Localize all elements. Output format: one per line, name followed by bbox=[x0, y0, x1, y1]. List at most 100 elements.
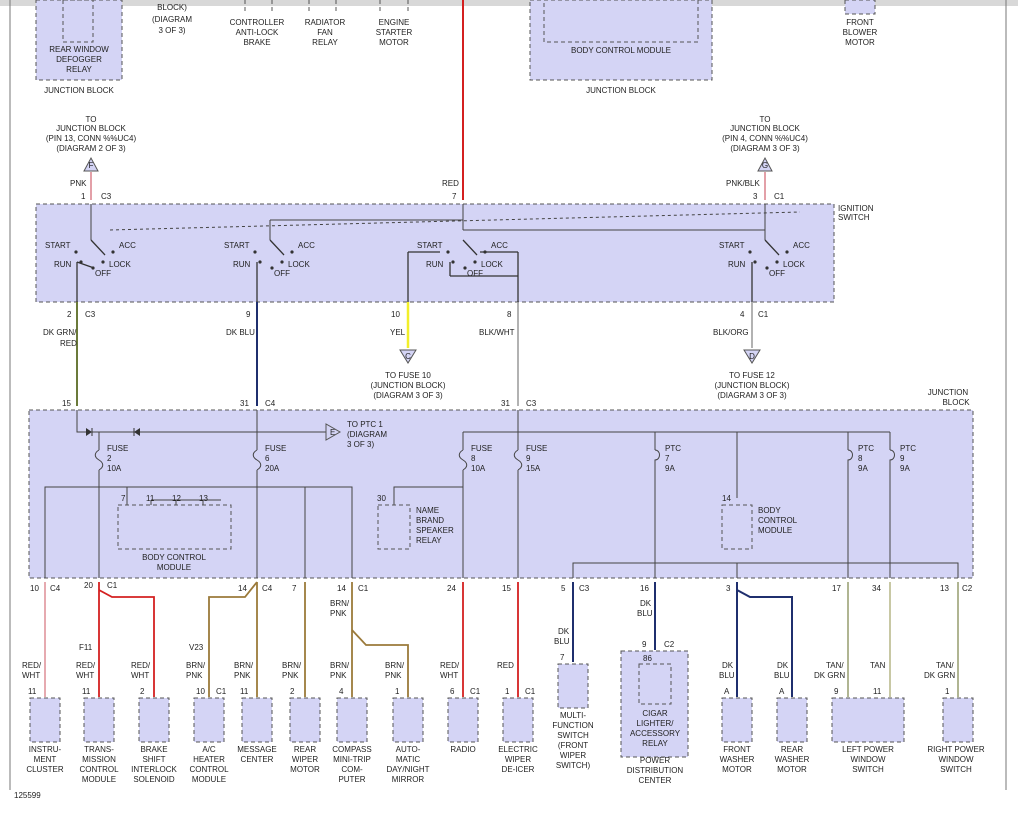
svg-text:TO FUSE 10: TO FUSE 10 bbox=[385, 371, 431, 380]
svg-text:MODULE: MODULE bbox=[82, 775, 116, 784]
switch-terminal bbox=[775, 260, 779, 264]
svg-text:MOTOR: MOTOR bbox=[845, 38, 875, 47]
svg-text:1: 1 bbox=[395, 687, 400, 696]
svg-text:(PIN 13, CONN %%UC4): (PIN 13, CONN %%UC4) bbox=[46, 134, 137, 143]
svg-text:CENTER: CENTER bbox=[241, 755, 274, 764]
svg-text:BLOCK): BLOCK) bbox=[157, 3, 187, 12]
svg-text:CONTROL: CONTROL bbox=[79, 765, 119, 774]
svg-text:FRONT: FRONT bbox=[846, 18, 874, 27]
svg-text:PTC: PTC bbox=[858, 444, 874, 453]
svg-text:BLK/ORG: BLK/ORG bbox=[713, 328, 749, 337]
switch-position-label: RUN bbox=[233, 260, 251, 269]
defogger-label-2: DEFOGGER bbox=[56, 55, 102, 64]
svg-text:MESSAGE: MESSAGE bbox=[237, 745, 277, 754]
switch-position-label: LOCK bbox=[481, 260, 503, 269]
svg-text:BRN/: BRN/ bbox=[330, 661, 350, 670]
svg-text:WIPER: WIPER bbox=[505, 755, 531, 764]
svg-text:MOTOR: MOTOR bbox=[722, 765, 752, 774]
svg-text:DK: DK bbox=[558, 627, 570, 636]
svg-text:PNK: PNK bbox=[234, 671, 251, 680]
switch-terminal bbox=[270, 266, 274, 270]
svg-text:4: 4 bbox=[339, 687, 344, 696]
svg-text:LIGHTER/: LIGHTER/ bbox=[637, 719, 675, 728]
svg-text:MISSION: MISSION bbox=[82, 755, 116, 764]
ac-heater-control-module: 10 C1 A/C HEATER CONTROL MODULE bbox=[189, 687, 229, 784]
switch-terminal bbox=[111, 250, 115, 254]
svg-text:MODULE: MODULE bbox=[192, 775, 226, 784]
svg-text:(JUNCTION BLOCK): (JUNCTION BLOCK) bbox=[714, 381, 789, 390]
svg-text:SOLENOID: SOLENOID bbox=[133, 775, 175, 784]
switch-terminal bbox=[253, 250, 257, 254]
svg-text:BRN/: BRN/ bbox=[385, 661, 405, 670]
switch-position-label: ACC bbox=[491, 241, 508, 250]
front-washer-motor: A FRONT WASHER MOTOR bbox=[720, 687, 755, 774]
svg-text:RELAY: RELAY bbox=[312, 38, 338, 47]
switch-position-label: LOCK bbox=[288, 260, 310, 269]
junction-block-left-label: JUNCTION BLOCK bbox=[44, 86, 114, 95]
svg-text:A/C: A/C bbox=[202, 745, 216, 754]
svg-text:WINDOW: WINDOW bbox=[938, 755, 974, 764]
switch-terminal bbox=[280, 260, 284, 264]
svg-text:C1: C1 bbox=[470, 687, 481, 696]
switch-terminal bbox=[785, 250, 789, 254]
label-red: RED bbox=[442, 179, 459, 188]
svg-text:MOTOR: MOTOR bbox=[379, 38, 409, 47]
svg-text:WHT: WHT bbox=[22, 671, 40, 680]
svg-text:MENT: MENT bbox=[34, 755, 57, 764]
svg-text:BLK/WHT: BLK/WHT bbox=[479, 328, 515, 337]
svg-text:A: A bbox=[779, 687, 785, 696]
svg-text:TO: TO bbox=[760, 115, 771, 124]
svg-text:JUNCTION BLOCK: JUNCTION BLOCK bbox=[586, 86, 656, 95]
svg-text:HEATER: HEATER bbox=[193, 755, 225, 764]
svg-text:PNK: PNK bbox=[186, 671, 203, 680]
rear-wiper-motor: 2 REAR WIPER MOTOR bbox=[289, 687, 321, 774]
svg-text:(DIAGRAM 3 OF 3): (DIAGRAM 3 OF 3) bbox=[373, 391, 443, 400]
svg-text:C3: C3 bbox=[579, 584, 590, 593]
svg-text:1: 1 bbox=[945, 687, 950, 696]
svg-text:C3: C3 bbox=[101, 192, 112, 201]
svg-text:20A: 20A bbox=[265, 464, 280, 473]
svg-text:INSTRU-: INSTRU- bbox=[29, 745, 62, 754]
svg-text:C1: C1 bbox=[774, 192, 785, 201]
svg-text:(DIAGRAM 3 OF 3): (DIAGRAM 3 OF 3) bbox=[730, 144, 800, 153]
svg-text:11: 11 bbox=[28, 687, 37, 696]
svg-text:5: 5 bbox=[561, 584, 566, 593]
svg-text:RED/: RED/ bbox=[76, 661, 96, 670]
svg-text:ACCESSORY: ACCESSORY bbox=[630, 729, 681, 738]
transmission-control-module: 11 TRANS- MISSION CONTROL MODULE bbox=[79, 687, 119, 784]
svg-text:15: 15 bbox=[62, 399, 71, 408]
switch-position-label: RUN bbox=[426, 260, 444, 269]
svg-text:7: 7 bbox=[121, 494, 126, 503]
svg-text:10: 10 bbox=[196, 687, 205, 696]
svg-text:SPEAKER: SPEAKER bbox=[416, 526, 454, 535]
svg-text:(DIAGRAM: (DIAGRAM bbox=[152, 15, 192, 24]
svg-text:MOTOR: MOTOR bbox=[290, 765, 320, 774]
switch-position-label: ACC bbox=[298, 241, 315, 250]
svg-text:FUNCTION: FUNCTION bbox=[552, 721, 594, 730]
body-control-module-top: BODY CONTROL MODULE JUNCTION BLOCK bbox=[529, 0, 713, 95]
svg-text:F: F bbox=[89, 161, 94, 170]
svg-text:WHT: WHT bbox=[131, 671, 149, 680]
svg-text:7: 7 bbox=[560, 653, 565, 662]
svg-text:(DIAGRAM: (DIAGRAM bbox=[347, 430, 387, 439]
svg-text:REAR: REAR bbox=[294, 745, 316, 754]
svg-text:TO: TO bbox=[86, 115, 97, 124]
svg-text:WIPER: WIPER bbox=[560, 751, 586, 760]
svg-text:14: 14 bbox=[337, 584, 346, 593]
svg-text:C2: C2 bbox=[664, 640, 675, 649]
svg-text:13: 13 bbox=[199, 494, 208, 503]
svg-text:TAN/: TAN/ bbox=[936, 661, 954, 670]
switch-position-label: START bbox=[45, 241, 71, 250]
svg-text:CONTROLLER: CONTROLLER bbox=[230, 18, 285, 27]
switch-terminal bbox=[258, 260, 262, 264]
svg-text:REAR: REAR bbox=[781, 745, 803, 754]
svg-text:11: 11 bbox=[146, 494, 155, 503]
svg-text:10A: 10A bbox=[471, 464, 486, 473]
svg-text:WASHER: WASHER bbox=[775, 755, 810, 764]
label-pnk-blk: PNK/BLK bbox=[726, 179, 760, 188]
svg-text:JUNCTION BLOCK: JUNCTION BLOCK bbox=[730, 124, 800, 133]
svg-text:17: 17 bbox=[832, 584, 841, 593]
switch-position-label: LOCK bbox=[783, 260, 805, 269]
